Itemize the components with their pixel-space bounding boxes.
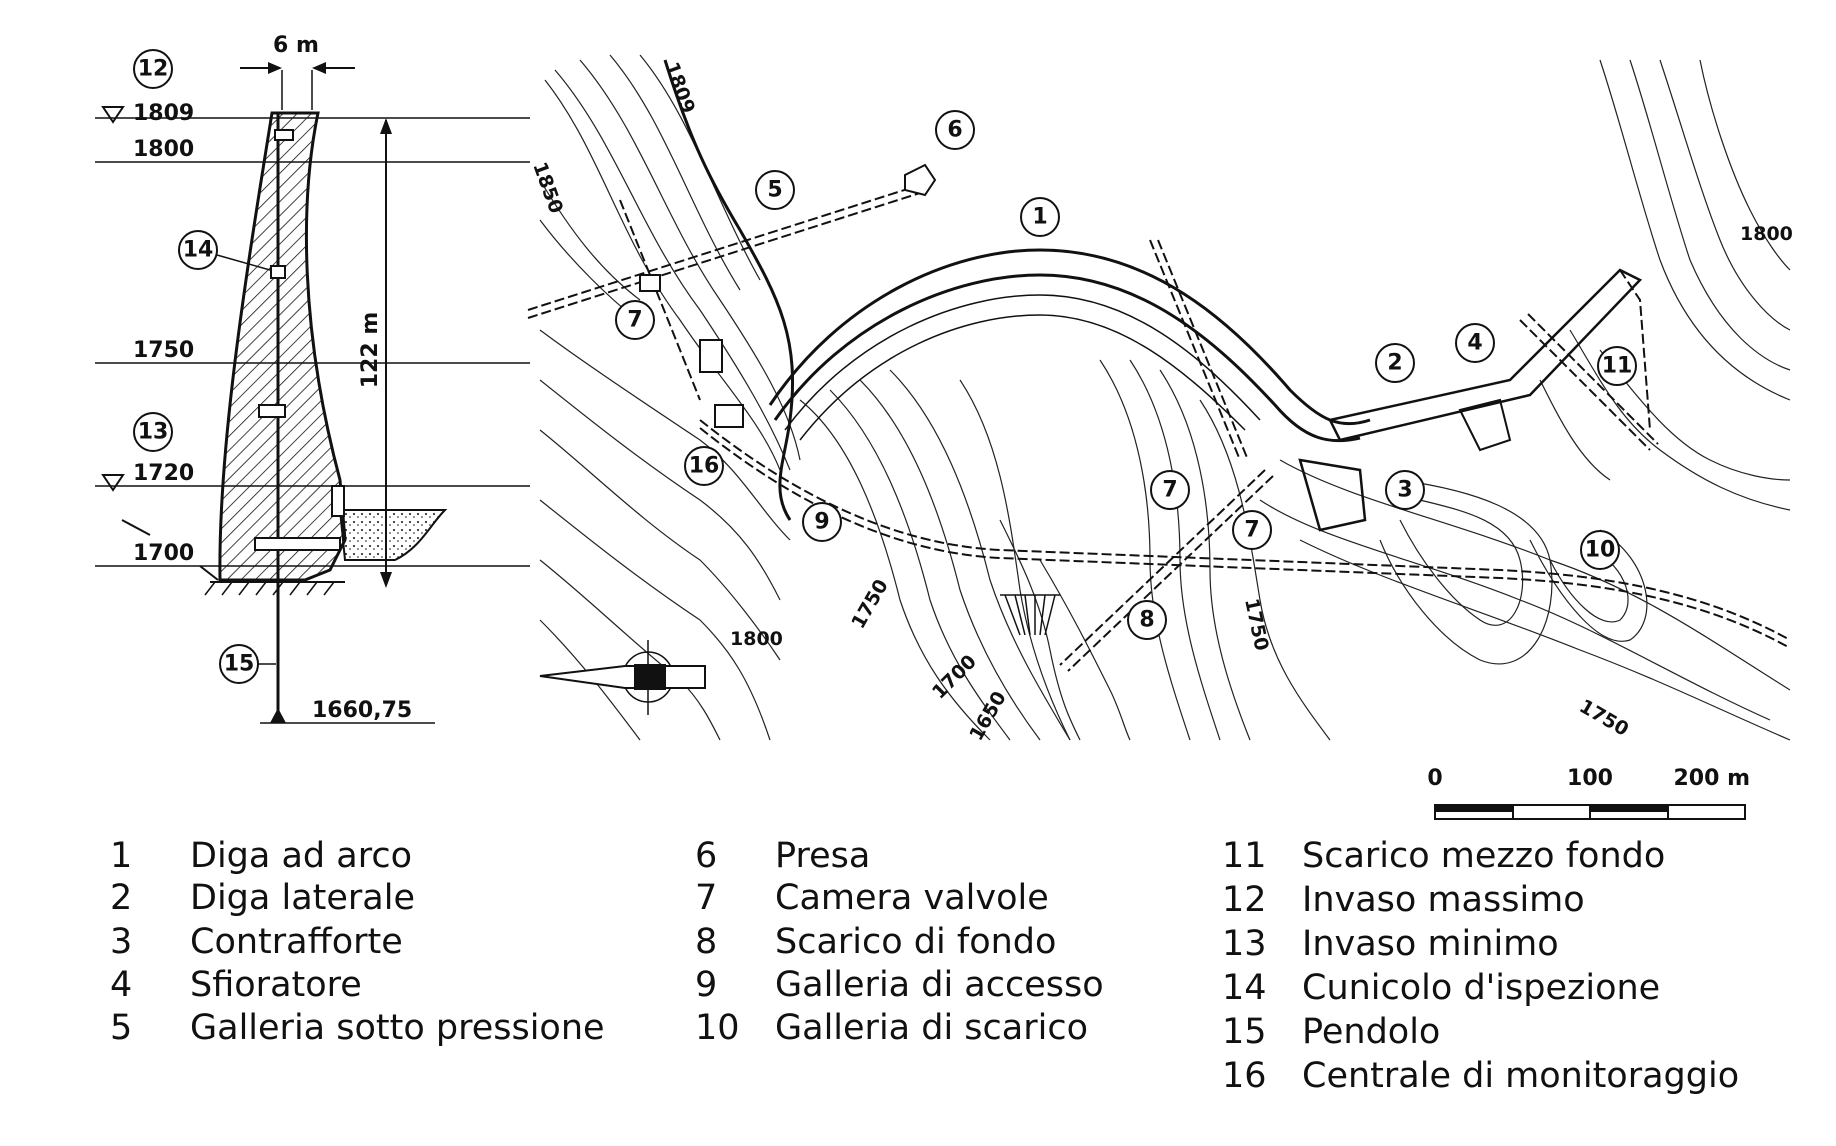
marker-12: 12 xyxy=(133,49,173,89)
river xyxy=(663,59,794,521)
elevation-1750: 1750 xyxy=(133,338,194,363)
marker-4: 4 xyxy=(1455,323,1495,363)
marker-10: 10 xyxy=(1580,530,1620,570)
marker-5: 5 xyxy=(755,170,795,210)
contour-label-1800-left: 1800 xyxy=(730,628,783,650)
marker-11: 11 xyxy=(1597,346,1637,386)
svg-text:16: 16 xyxy=(689,454,720,479)
contour-label-1750-a: 1750 xyxy=(847,576,892,633)
svg-text:6: 6 xyxy=(947,118,962,143)
height-dimension-label: 122 m xyxy=(358,312,383,389)
marker-7b: 7 xyxy=(1150,470,1190,510)
arch-dam xyxy=(768,248,1371,443)
svg-text:7: 7 xyxy=(627,308,642,333)
svg-text:11: 11 xyxy=(1602,354,1633,379)
svg-text:12: 12 xyxy=(138,57,169,82)
marker-3: 3 xyxy=(1385,470,1425,510)
svg-text:8: 8 xyxy=(1139,608,1154,633)
svg-text:4: 4 xyxy=(1467,331,1482,356)
svg-text:13: 13 xyxy=(138,420,169,445)
marker-8: 8 xyxy=(1127,600,1167,640)
pendulum-anchor xyxy=(270,708,286,723)
marker-14: 14 xyxy=(178,230,271,271)
monitoring-building xyxy=(714,404,744,428)
marker-2: 2 xyxy=(1375,343,1415,383)
dam-section-body xyxy=(218,111,347,582)
plan-markers: 1 2 3 4 5 6 7 7 7 8 9 10 11 16 xyxy=(615,110,1637,640)
contour-label-1650: 1650 xyxy=(965,688,1010,745)
scale-label-100: 100 xyxy=(1567,766,1613,791)
elevation-base: 1660,75 xyxy=(312,698,412,723)
svg-text:7: 7 xyxy=(1244,518,1259,543)
contour-label-1700: 1700 xyxy=(928,651,981,704)
contour-label-1850: 1850 xyxy=(528,159,567,216)
scale-label-0: 0 xyxy=(1427,766,1442,791)
tunnels xyxy=(527,184,1791,672)
elevation-1800: 1800 xyxy=(133,137,194,162)
scale-label-200: 200 m xyxy=(1673,766,1750,791)
svg-text:14: 14 xyxy=(183,238,214,263)
svg-text:2: 2 xyxy=(1387,351,1402,376)
svg-text:7: 7 xyxy=(1162,478,1177,503)
contour-label-1750-b: 1750 xyxy=(1240,596,1273,652)
elevation-1720: 1720 xyxy=(133,461,194,486)
soil-fill xyxy=(338,509,448,561)
width-dimension-label: 6 m xyxy=(273,33,319,58)
contour-label-1809: 1809 xyxy=(660,59,699,116)
marker-13: 13 xyxy=(133,412,173,452)
north-arrow: N xyxy=(539,640,706,715)
svg-text:10: 10 xyxy=(1585,538,1616,563)
marker-1: 1 xyxy=(1020,197,1060,237)
plan-view: N 1809 1850 1800 1800 1750 1750 1750 170… xyxy=(527,54,1793,820)
svg-text:5: 5 xyxy=(767,178,782,203)
marker-15: 15 xyxy=(219,644,276,684)
north-letter: N xyxy=(640,663,660,691)
dam-cross-section: 6 m 122 m 1809 1800 1750 1720 1700 1660,… xyxy=(95,33,530,724)
marker-6: 6 xyxy=(935,110,975,150)
contour-label-1750-c: 1750 xyxy=(1576,695,1633,740)
marker-16: 16 xyxy=(684,446,724,486)
contour-label-1800-right: 1800 xyxy=(1740,223,1793,245)
elevation-1809: 1809 xyxy=(133,101,194,126)
marker-9: 9 xyxy=(802,502,842,542)
svg-text:15: 15 xyxy=(224,652,255,677)
contour-lines xyxy=(539,54,1791,741)
scale-bar: 0 100 200 m xyxy=(1427,766,1750,820)
svg-text:3: 3 xyxy=(1397,478,1412,503)
lateral-dam xyxy=(1328,268,1643,442)
intake xyxy=(904,163,937,197)
elevation-1700: 1700 xyxy=(133,541,194,566)
svg-text:9: 9 xyxy=(814,510,829,535)
marker-7a: 7 xyxy=(615,300,655,340)
buttress xyxy=(1298,458,1367,532)
svg-text:1: 1 xyxy=(1032,205,1047,230)
marker-7c: 7 xyxy=(1232,510,1272,550)
